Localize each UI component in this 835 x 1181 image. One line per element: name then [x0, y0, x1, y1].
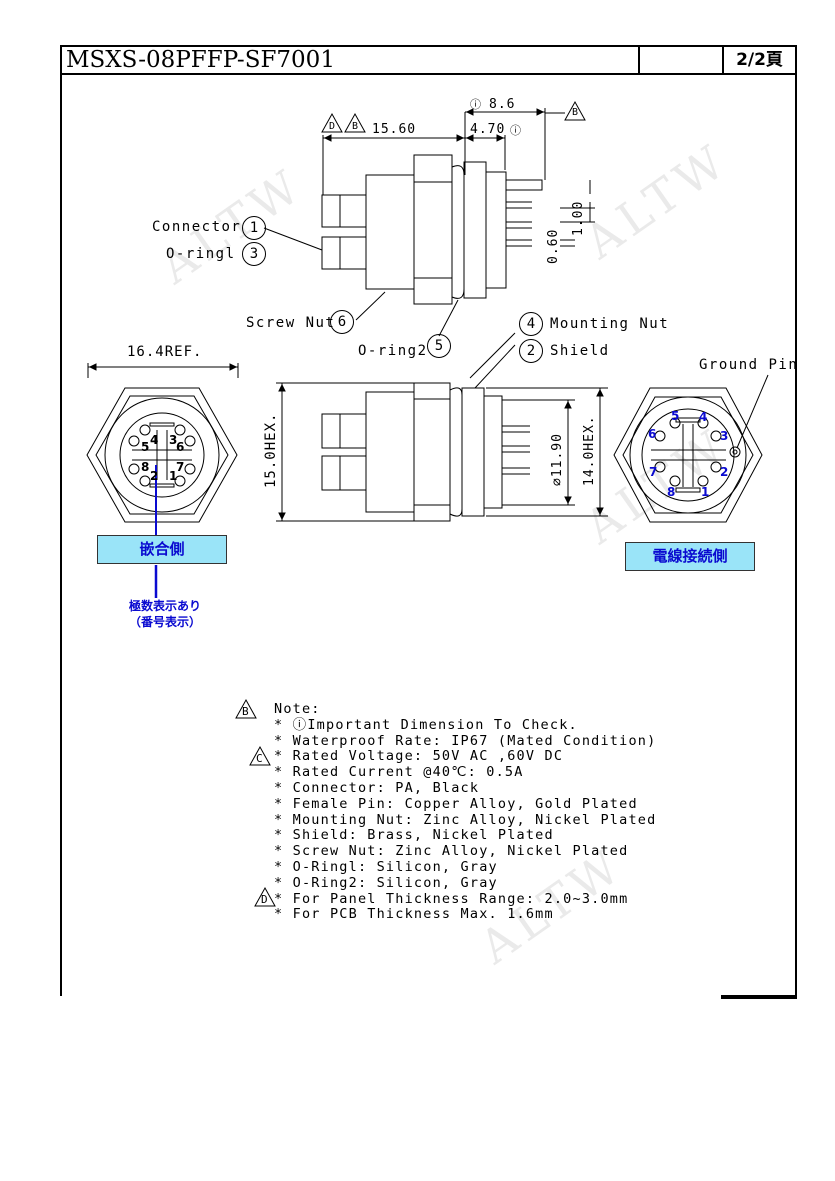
rear-pin-8: 8	[667, 485, 676, 499]
rear-pin-5: 5	[671, 409, 680, 423]
note-item: * ⓘImportant Dimension To Check.	[274, 716, 578, 733]
note-item: * Female Pin: Copper Alloy, Gold Plated	[274, 795, 638, 812]
dim-top-length: 15.60	[372, 122, 417, 137]
front-pin-6: 6	[176, 440, 185, 454]
callout-oring1-balloon: 3	[242, 242, 266, 266]
callout-shield-label: Shield	[550, 343, 610, 359]
rear-pin-6: 6	[648, 427, 657, 441]
note-item: * Screw Nut: Zinc Alloy, Nickel Plated	[274, 843, 629, 860]
dim-body-dia: ∅11.90	[550, 433, 565, 486]
title-block: MSXS-08PFFP-SF7001 2/2頁	[60, 45, 797, 75]
note-mark-b-letter: B	[242, 705, 249, 718]
callout-mounting-nut-label: Mounting Nut	[550, 316, 670, 332]
front-pin-8: 8	[141, 460, 150, 474]
rear-pin-4: 4	[699, 410, 708, 424]
callout-oring1-label: O-ringl	[166, 246, 236, 262]
front-pin-2: 2	[150, 469, 159, 483]
note-mark-b	[235, 698, 257, 719]
note-item: * Mounting Nut: Zinc Alloy, Nickel Plate…	[274, 811, 657, 828]
callout-mounting-nut-balloon: 4	[519, 312, 543, 336]
side-view-middle	[276, 332, 608, 522]
callout-shield-balloon: 2	[519, 339, 543, 363]
dim-pin-pitch: 1.00	[571, 200, 586, 236]
note-item: * O-Ringl: Silicon, Gray	[274, 858, 498, 875]
callout-connector-label: Connector	[152, 219, 242, 235]
ref-mark-b-right: B	[572, 107, 580, 118]
callout-oring2-balloon: 5	[427, 334, 451, 358]
note-mark-c	[249, 745, 271, 766]
notes-block: Note: * ⓘImportant Dimension To Check. *…	[274, 701, 657, 923]
front-view	[86, 363, 239, 598]
ref-mark-d: D	[329, 121, 337, 132]
frame-left-border	[60, 74, 62, 996]
frame-right-border	[795, 74, 797, 998]
note-item: * For PCB Thickness Max. 1.6mm	[274, 906, 554, 923]
page-number: 2/2頁	[736, 50, 783, 70]
rear-pin-3: 3	[720, 429, 729, 443]
wire-side-label: 電線接続側	[625, 542, 755, 571]
mating-side-label: 嵌合側	[97, 535, 227, 564]
callout-screw-nut-label: Screw Nut	[246, 315, 336, 331]
callout-ground-pin-label: Ground Pin	[699, 357, 799, 373]
important-mark-icon: ⓘ	[470, 98, 482, 111]
dim-pin-dia: 0.60	[546, 228, 561, 264]
front-pin-4: 4	[150, 433, 159, 447]
part-number: MSXS-08PFFP-SF7001	[62, 47, 640, 73]
frame-bottom-mark	[721, 995, 797, 999]
note-item: * For Panel Thickness Range: 2.0~3.0mm	[274, 890, 629, 907]
dim-front-width: 16.4REF.	[127, 344, 203, 360]
dim-overall-pin: 8.6	[489, 97, 516, 112]
note-item: * Rated Voltage: 50V AC ,60V DC	[274, 748, 564, 765]
front-pin-7: 7	[176, 460, 185, 474]
note-item: * Rated Current @40℃: 0.5A	[274, 764, 524, 781]
note-item: * Connector: PA, Black	[274, 779, 480, 796]
important-mark-icon: ⓘ	[510, 124, 522, 137]
dim-flange-offset: 4.70	[470, 122, 506, 137]
pin-numbering-note: 極数表示あり （番号表示）	[105, 598, 225, 630]
pin-numbering-note-line1: 極数表示あり	[128, 599, 201, 613]
note-item: * Waterproof Rate: IP67 (Mated Condition…	[274, 732, 657, 749]
front-pin-5: 5	[141, 440, 150, 454]
title-blank-cell	[640, 47, 724, 73]
notes-heading: Note:	[274, 701, 321, 717]
callout-screw-nut-balloon: 6	[330, 310, 354, 334]
front-pin-1: 1	[169, 469, 178, 483]
side-view-top	[263, 100, 595, 337]
rear-pin-1: 1	[701, 485, 710, 499]
callout-oring2-label: O-ring2	[358, 343, 428, 359]
callout-connector-balloon: 1	[242, 216, 266, 240]
pin-numbering-note-line2: （番号表示）	[128, 615, 201, 629]
front-pin-3: 3	[169, 433, 178, 447]
note-item: * O-Ring2: Silicon, Gray	[274, 874, 498, 891]
note-item: * Shield: Brass, Nickel Plated	[274, 827, 554, 844]
rear-pin-7: 7	[649, 465, 658, 479]
dim-front-hex: 15.0HEX.	[263, 412, 279, 488]
rear-pin-2: 2	[720, 465, 729, 479]
dim-rear-hex: 14.0HEX.	[582, 415, 597, 486]
note-mark-d-letter: D	[261, 893, 268, 906]
note-mark-c-letter: C	[256, 752, 263, 765]
ref-mark-b: B	[352, 121, 360, 132]
note-mark-d	[254, 886, 276, 907]
rear-view	[613, 374, 769, 523]
